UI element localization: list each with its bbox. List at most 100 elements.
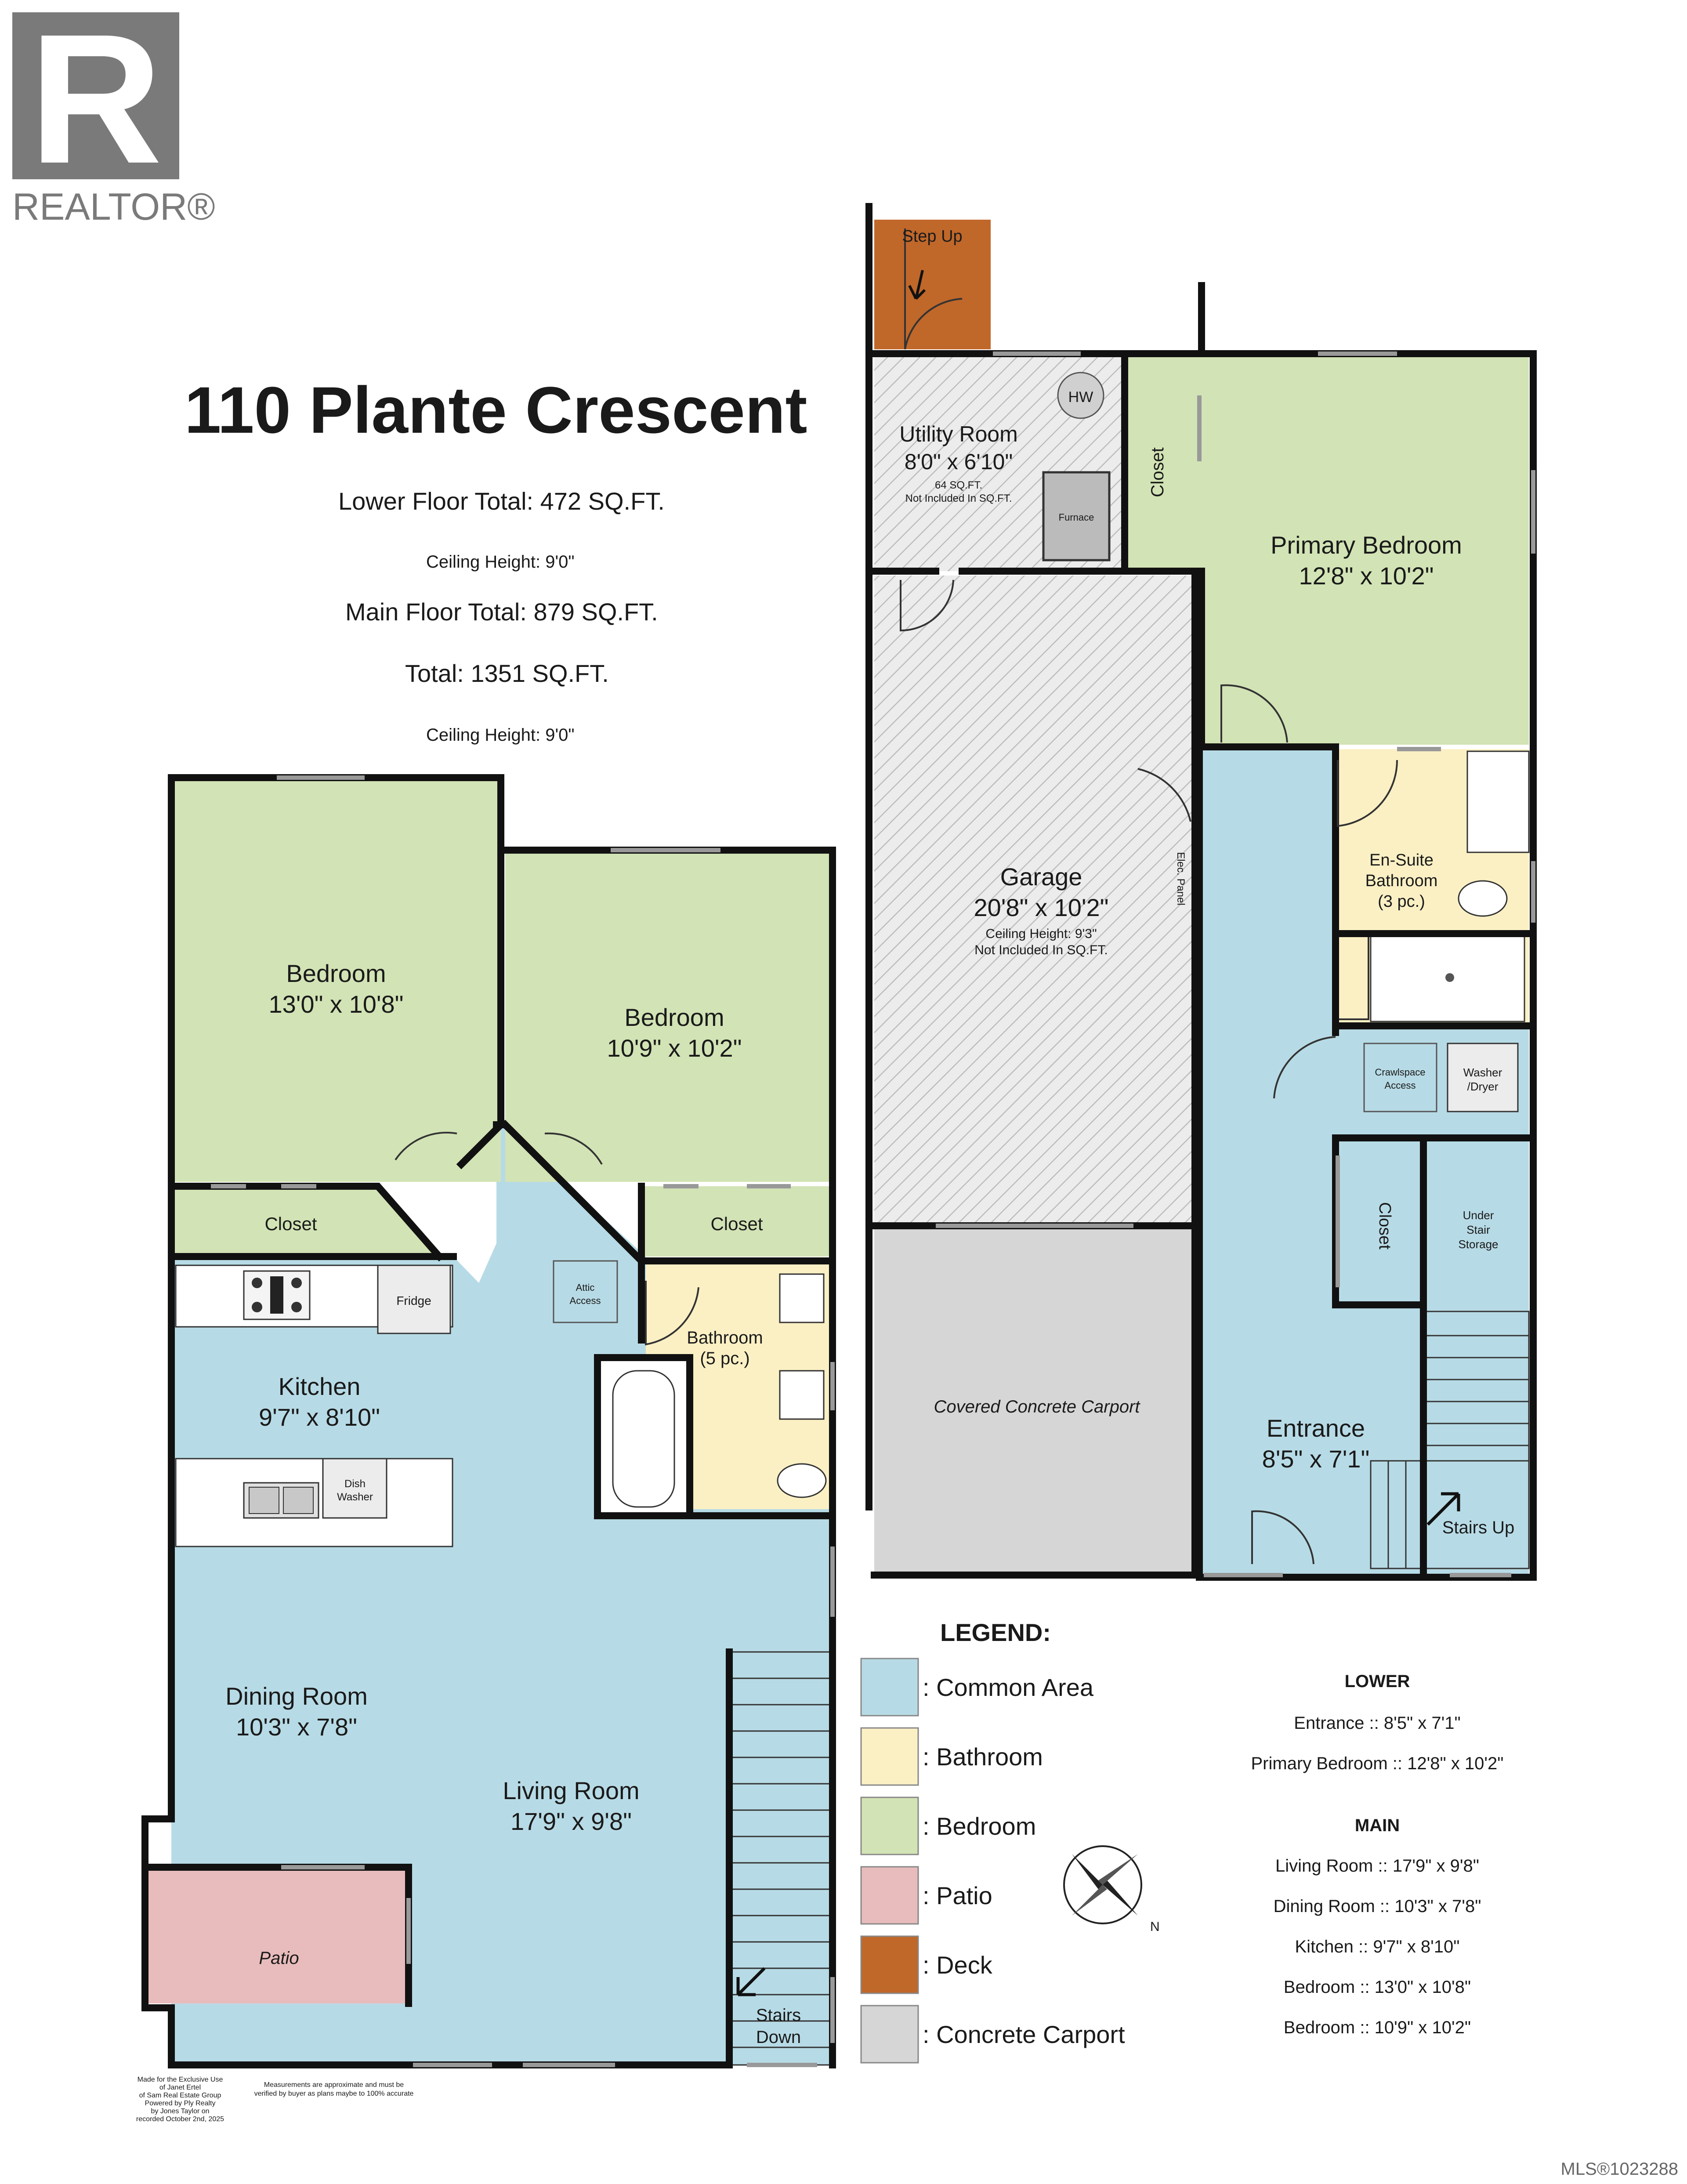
- range-stove-icon: [243, 1270, 311, 1320]
- disclaimer-line: recorded October 2nd, 2025: [136, 2115, 224, 2123]
- compass-n-label: N: [1150, 1920, 1160, 1934]
- dishwasher-label-1: Dish: [344, 1478, 366, 1490]
- attic-label-1: Attic: [576, 1282, 595, 1293]
- ensuite-cabinet: [1337, 935, 1369, 1020]
- kitchen-label: Kitchen: [279, 1373, 361, 1400]
- compass-icon: N: [1063, 1845, 1160, 1934]
- lower-stairs: [1370, 1311, 1530, 1569]
- step-up-label: Step Up: [902, 227, 962, 246]
- logo-letter: R: [29, 0, 162, 202]
- legend-swatch: [860, 1658, 919, 1717]
- closet-1-label: Closet: [264, 1213, 317, 1234]
- hw-label: HW: [1068, 389, 1093, 406]
- lower-doors: [900, 228, 1398, 1565]
- entrance-dims: 8'5" x 7'1": [1262, 1445, 1370, 1473]
- disclaimer-line: of Janet Ertel: [159, 2084, 201, 2091]
- legend-swatch: [860, 1796, 919, 1855]
- stairs-down-arrow-icon: [736, 1967, 766, 1996]
- washer-label-2: /Dryer: [1467, 1080, 1499, 1093]
- ensuite-label: En-Suite: [1369, 851, 1434, 869]
- utility-room-label: Utility Room: [899, 422, 1017, 446]
- carport-label: Covered Concrete Carport: [934, 1397, 1140, 1416]
- lower-floor-total: Lower Floor Total: 472 SQ.FT.: [338, 487, 665, 515]
- living-room-label: Living Room: [503, 1777, 639, 1804]
- dining-room-dims: 10'3" x 7'8": [236, 1713, 357, 1741]
- address-title: 110 Plante Crescent: [185, 373, 807, 447]
- under-stair-label-2: Stair: [1466, 1223, 1490, 1236]
- summary-lower-title: LOWER: [1345, 1672, 1410, 1691]
- summary-main-item: Bedroom :: 13'0" x 10'8": [1284, 1978, 1471, 1997]
- summary-lower-item: Primary Bedroom :: 12'8" x 10'2": [1251, 1754, 1503, 1773]
- legend: : Common Area: Bathroom: Bedroom: Patio:…: [860, 1658, 1125, 2064]
- bathroom-fixtures: [612, 1273, 827, 1508]
- bedroom-1-label: Bedroom: [286, 960, 386, 987]
- ensuite-fixtures: [1445, 750, 1530, 982]
- kitchen-dims: 9'7" x 8'10": [259, 1403, 380, 1431]
- hw-tank-icon: [1057, 372, 1104, 419]
- lower-ceiling-height: Ceiling Height: 9'0": [426, 552, 575, 572]
- crawlspace-box: [1363, 1043, 1437, 1112]
- grand-total: Total: 1351 SQ.FT.: [405, 659, 609, 687]
- closet-1-area: [171, 1186, 439, 1257]
- dishwasher-box: [322, 1458, 387, 1519]
- garage-note-2: Not Included In SQ.FT.: [974, 943, 1108, 957]
- sink-icon: [243, 1482, 319, 1519]
- elec-panel-label: Elec. Panel: [1175, 852, 1187, 905]
- attic-label-2: Access: [570, 1295, 601, 1306]
- closet-mid-label: Closet: [1376, 1202, 1394, 1250]
- disclaimer-line: Made for the Exclusive Use: [138, 2076, 223, 2083]
- stairs-up-arrow-icon: [1426, 1492, 1460, 1526]
- garage-dims: 20'8" x 10'2": [974, 894, 1108, 921]
- main-floor-total: Main Floor Total: 879 SQ.FT.: [345, 598, 658, 626]
- primary-bedroom-label: Primary Bedroom: [1271, 531, 1462, 559]
- deck-area: [874, 220, 991, 349]
- under-stair-label-1: Under: [1463, 1209, 1494, 1222]
- entrance-area: [1199, 749, 1336, 1575]
- stairs-down-label-1: Stairs: [756, 2006, 801, 2025]
- summary-main-item: Bedroom :: 10'9" x 10'2": [1284, 2018, 1471, 2037]
- carport-area: [874, 1226, 1195, 1575]
- summary-main-item: Dining Room :: 10'3" x 7'8": [1274, 1897, 1481, 1916]
- realtor-logo[interactable]: R REALTOR®: [12, 0, 215, 228]
- ensuite-sub: (3 pc.): [1378, 892, 1425, 911]
- ensuite-label-2: Bathroom: [1365, 872, 1438, 890]
- disclaimer-line: Measurements are approximate and must be: [264, 2081, 404, 2089]
- legend-label: : Common Area: [923, 1673, 1094, 1701]
- attic-access-box: [553, 1260, 618, 1323]
- primary-bedroom-dims: 12'8" x 10'2": [1299, 562, 1434, 590]
- bedroom-1-dims: 13'0" x 10'8": [268, 990, 403, 1018]
- legend-swatch: [860, 2005, 919, 2064]
- furnace-box: [1042, 471, 1111, 561]
- utility-room-dims: 8'0" x 6'10": [905, 449, 1013, 474]
- legend-label: : Patio: [923, 1882, 992, 1909]
- garage-note-1: Ceiling Height: 9'3": [985, 927, 1097, 941]
- summary-lower-item: Entrance :: 8'5" x 7'1": [1294, 1713, 1460, 1733]
- utility-note-2: Not Included In SQ.FT.: [905, 493, 1012, 504]
- closet-top-area: [1125, 354, 1202, 571]
- closet-top-label: Closet: [1148, 447, 1167, 497]
- crawlspace-label-2: Access: [1385, 1080, 1416, 1091]
- disclaimer-line: verified by buyer as plans maybe to 100%…: [254, 2090, 414, 2097]
- legend-title: LEGEND:: [940, 1619, 1051, 1646]
- bathroom-sub: (5 pc.): [700, 1349, 749, 1368]
- under-stair-label-3: Storage: [1458, 1238, 1498, 1251]
- fridge-label: Fridge: [396, 1294, 431, 1308]
- utility-note-1: 64 SQ.FT.: [935, 479, 982, 491]
- washer-label-1: Washer: [1463, 1066, 1502, 1079]
- mls-number: MLS®1023288: [1561, 2159, 1678, 2179]
- summary-main-item: Kitchen :: 9'7" x 8'10": [1295, 1937, 1460, 1956]
- patio-area: [145, 1867, 409, 2003]
- legend-swatch: [860, 1935, 919, 1994]
- entrance-label: Entrance: [1267, 1414, 1365, 1442]
- dishwasher-label-2: Washer: [337, 1491, 373, 1503]
- summary-main-item: Living Room :: 17'9" x 9'8": [1275, 1856, 1479, 1876]
- legend-label: : Deck: [923, 1951, 993, 1979]
- furnace-label: Furnace: [1059, 512, 1094, 523]
- garage-label: Garage: [1000, 863, 1082, 891]
- logo-text: REALTOR®: [12, 186, 215, 228]
- washer-dryer-box: [1447, 1043, 1519, 1112]
- crawlspace-label-1: Crawlspace: [1375, 1067, 1426, 1078]
